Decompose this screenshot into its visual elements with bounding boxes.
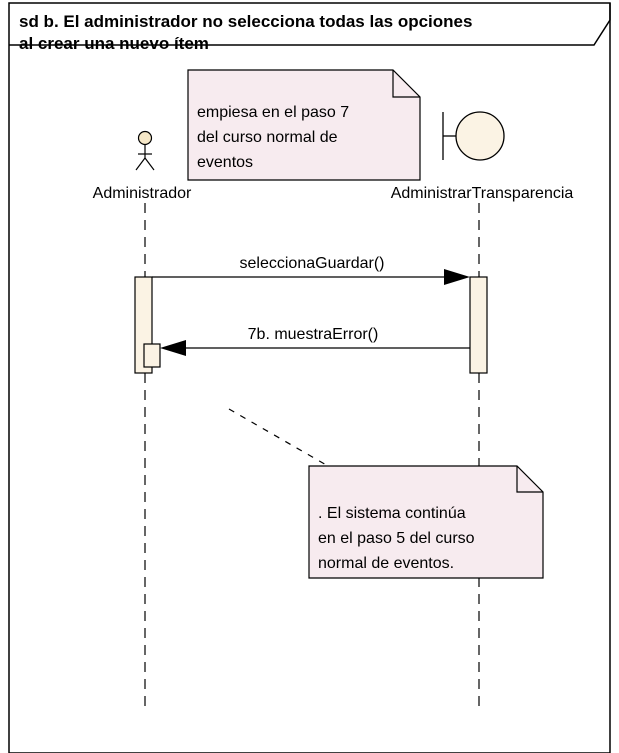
arrow-left-icon <box>160 340 186 356</box>
boundary-lifeline: AdministrarTransparencia <box>391 111 574 712</box>
boundary-activation-bar <box>469 276 488 374</box>
note-text-line: del curso normal de <box>197 129 338 146</box>
note-continue: . El sistema continúa en el paso 5 del c… <box>308 465 544 579</box>
message-seleccionaGuardar: seleccionaGuardar() <box>152 255 470 285</box>
note-text-line: eventos <box>197 154 253 171</box>
note-text-line: en el paso 5 del curso <box>318 530 475 547</box>
note-text-line: . El sistema continúa <box>318 505 466 522</box>
arrow-right-icon <box>444 269 470 285</box>
actor-lifeline: Administrador <box>93 130 192 712</box>
frame-title-line1: sd b. El administrador no selecciona tod… <box>19 12 472 31</box>
diagram-frame <box>8 2 611 753</box>
message-label: 7b. muestraError() <box>248 326 379 343</box>
message-muestraError: 7b. muestraError() <box>160 326 470 356</box>
frame-title-line2: al crear una nuevo ítem <box>19 34 209 53</box>
message-label: seleccionaGuardar() <box>240 255 385 272</box>
actor-icon <box>135 130 155 171</box>
boundary-name: AdministrarTransparencia <box>391 185 574 202</box>
actor-self-activation <box>143 343 161 368</box>
note-text-line: empiesa en el paso 7 <box>197 104 349 121</box>
note-text-line: normal de eventos. <box>318 555 454 572</box>
note-connector <box>228 408 329 467</box>
boundary-icon <box>442 111 505 161</box>
frame-title-tab <box>9 3 611 46</box>
note-start: empiesa en el paso 7 del curso normal de… <box>187 69 421 181</box>
actor-name: Administrador <box>93 185 192 202</box>
